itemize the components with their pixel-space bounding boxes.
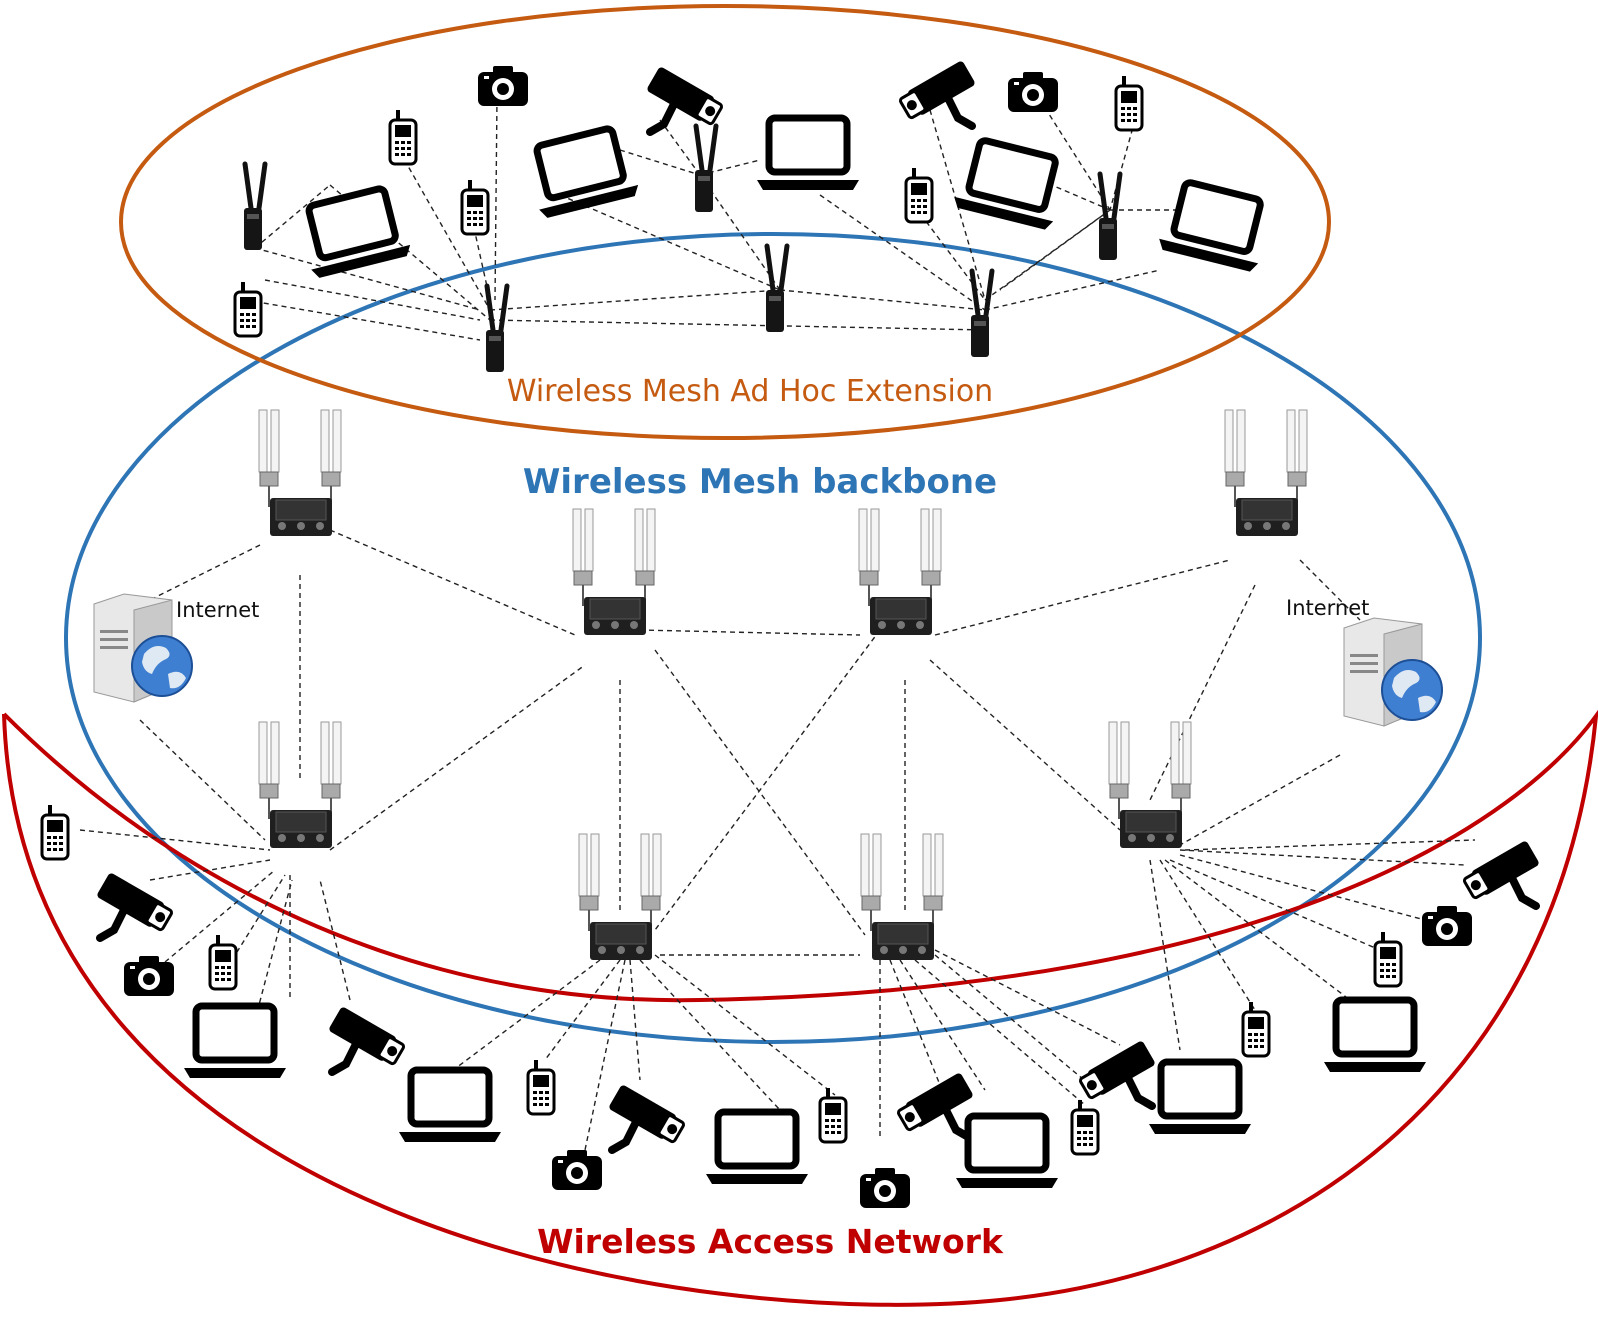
photo-camera-icon[interactable] — [478, 66, 528, 106]
cctv-camera-icon[interactable] — [898, 60, 976, 126]
adhoc-zone-label: Wireless Mesh Ad Hoc Extension — [506, 374, 994, 409]
link-lines — [79, 97, 1476, 1151]
cell-phone-icon[interactable] — [1373, 930, 1403, 988]
laptop-icon[interactable] — [1149, 1062, 1251, 1134]
cell-phone-icon[interactable] — [460, 178, 490, 236]
laptop-icon[interactable] — [706, 1112, 808, 1184]
photo-camera-icon[interactable] — [552, 1150, 602, 1190]
adhoc-zone-ellipse — [119, 4, 1331, 440]
cctv-camera-icon[interactable] — [328, 1006, 406, 1072]
mesh-router-icon[interactable] — [1224, 409, 1308, 537]
cctv-camera-icon[interactable] — [96, 872, 174, 938]
mesh-router-icon[interactable] — [572, 508, 656, 636]
cell-phone-icon[interactable] — [818, 1086, 848, 1144]
laptop-icon[interactable] — [1324, 1000, 1426, 1072]
mesh-router-icon[interactable] — [258, 409, 342, 537]
cell-phone-icon[interactable] — [40, 803, 70, 861]
mesh-router-icon[interactable] — [858, 508, 942, 636]
photo-camera-icon[interactable] — [1422, 906, 1472, 946]
internet-label-right: Internet — [1286, 596, 1370, 620]
laptop-icon[interactable] — [956, 1116, 1058, 1188]
cctv-camera-icon[interactable] — [896, 1072, 974, 1138]
access-zone-boundary — [2, 709, 1598, 1307]
mesh-router-icon[interactable] — [860, 833, 944, 961]
laptop-icon[interactable] — [399, 1070, 501, 1142]
cctv-camera-icon[interactable] — [1078, 1040, 1156, 1106]
photo-camera-icon[interactable] — [1008, 72, 1058, 112]
mesh-radio-icon[interactable] — [971, 271, 992, 357]
backbone-zone-label: Wireless Mesh backbone — [522, 462, 998, 502]
laptop-icon[interactable] — [184, 1006, 286, 1078]
photo-camera-icon[interactable] — [124, 956, 174, 996]
mesh-radio-icon[interactable] — [486, 286, 507, 372]
cell-phone-icon[interactable] — [388, 108, 418, 166]
cell-phone-icon[interactable] — [208, 933, 238, 991]
mesh-radio-icon[interactable] — [1099, 174, 1120, 260]
cell-phone-icon[interactable] — [904, 166, 934, 224]
laptop-icon[interactable] — [757, 118, 859, 190]
access-zone-label: Wireless Access Network — [537, 1222, 1003, 1261]
cctv-camera-icon[interactable] — [1462, 840, 1540, 906]
mesh-radio-icon[interactable] — [244, 164, 265, 250]
internet-label-left: Internet — [176, 598, 260, 622]
mesh-router-icon[interactable] — [1108, 721, 1192, 849]
cell-phone-icon[interactable] — [1114, 74, 1144, 132]
laptop-icon[interactable] — [524, 125, 640, 220]
cell-phone-icon[interactable] — [1070, 1098, 1100, 1156]
cell-phone-icon[interactable] — [233, 280, 263, 338]
server-globe-icon[interactable] — [1343, 617, 1443, 727]
cell-phone-icon[interactable] — [1241, 1000, 1271, 1058]
mesh-radio-icon[interactable] — [695, 126, 716, 212]
backbone-zone-ellipse — [64, 232, 1482, 1044]
cell-phone-icon[interactable] — [526, 1058, 556, 1116]
cctv-camera-icon[interactable] — [608, 1084, 686, 1150]
photo-camera-icon[interactable] — [860, 1168, 910, 1208]
laptop-icon[interactable] — [1157, 179, 1273, 274]
cctv-camera-icon[interactable] — [646, 66, 724, 132]
laptop-icon[interactable] — [952, 137, 1068, 232]
